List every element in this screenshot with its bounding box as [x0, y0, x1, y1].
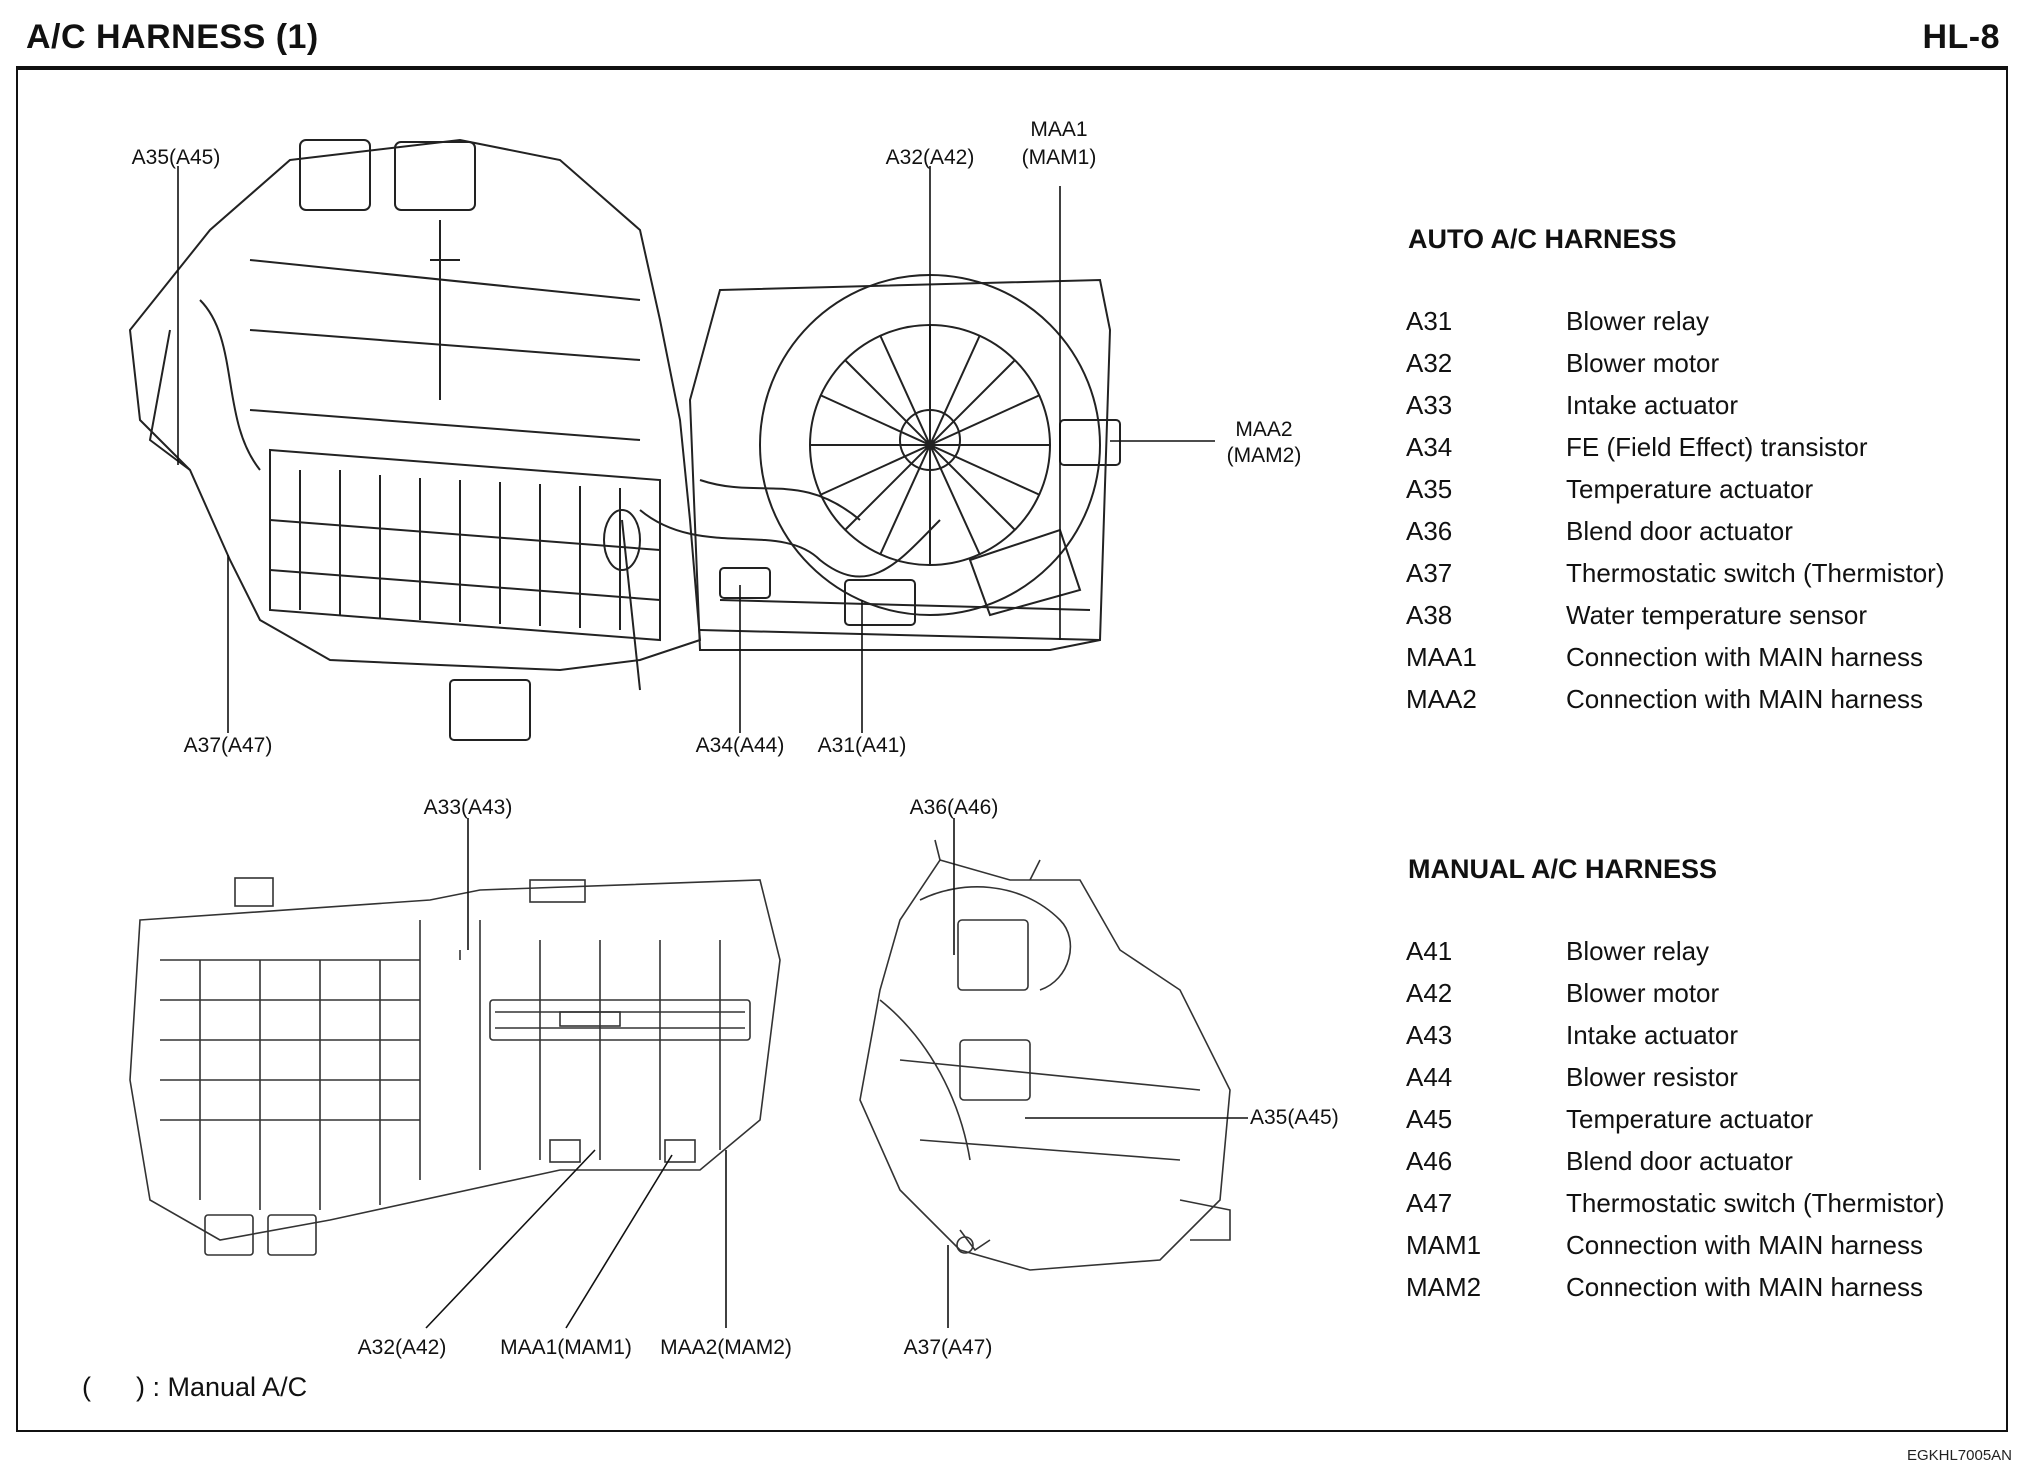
callout-a34-top: A34(A44) [695, 734, 785, 757]
callout-maa2-bottom-left: MAA2(MAM2) [660, 1336, 792, 1359]
manual-ac-note: ( ) : Manual A/C [82, 1372, 308, 1402]
auto-harness-heading: AUTO A/C HARNESS [1408, 224, 1677, 254]
callout-a32-top: A32(A42) [885, 146, 975, 169]
bottom-left-hvac-unit-drawing [129, 877, 781, 1256]
callout-a35-bottom-right: A35(A45) [1250, 1106, 1339, 1129]
callout-maa1-line1: MAA1 [1030, 118, 1088, 141]
callout-a37-bottom-right: A37(A47) [903, 1336, 993, 1359]
callout-a36-bottom-right: A36(A46) [909, 796, 999, 819]
callout-a37-top: A37(A47) [183, 734, 273, 757]
diagram-frame [16, 66, 2008, 1432]
top-hvac-unit-drawing [128, 138, 1121, 741]
callout-maa1-line2: (MAM1) [1021, 146, 1097, 169]
callout-maa1-bottom-left: MAA1(MAM1) [500, 1336, 632, 1359]
callout-a32-bottom-left: A32(A42) [357, 1336, 447, 1359]
callout-a35-top: A35(A45) [131, 146, 221, 169]
manual-harness-heading: MANUAL A/C HARNESS [1408, 854, 1718, 884]
callout-maa2-line1: MAA2 [1235, 418, 1293, 441]
callout-a31-top: A31(A41) [817, 734, 907, 757]
callout-leader-lines [177, 166, 1248, 1329]
page-code: HL-8 [1922, 18, 2000, 56]
image-code: EGKHL7005AN [1906, 1447, 2012, 1464]
callout-a33-bottom-left: A33(A43) [423, 796, 513, 819]
callout-maa2-line2: (MAM2) [1226, 444, 1302, 467]
page-title: A/C HARNESS (1) [26, 18, 319, 56]
bottom-right-hvac-unit-drawing [859, 839, 1231, 1271]
